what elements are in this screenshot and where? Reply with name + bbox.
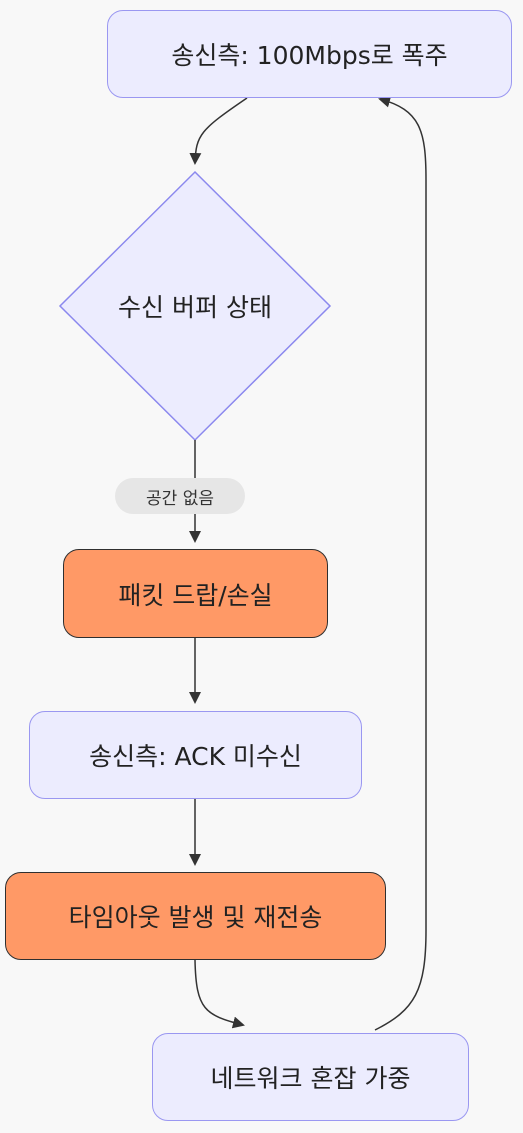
node-network-congestion-label: 네트워크 혼잡 가중 — [210, 1064, 411, 1093]
node-ack-missing-label: 송신측: ACK 미수신 — [89, 742, 302, 771]
edge-label-no-space: 공간 없음 — [115, 478, 245, 514]
node-sender-burst: 송신측: 100Mbps로 폭주 — [107, 10, 512, 98]
node-timeout-retransmit-label: 타임아웃 발생 및 재전송 — [68, 903, 323, 932]
node-packet-drop-label: 패킷 드랍/손실 — [118, 580, 273, 610]
edge-label-no-space-text: 공간 없음 — [146, 488, 214, 509]
node-packet-drop: 패킷 드랍/손실 — [63, 549, 328, 638]
node-sender-burst-label: 송신측: 100Mbps로 폭주 — [171, 41, 448, 70]
node-timeout-retransmit: 타임아웃 발생 및 재전송 — [5, 872, 386, 960]
edge-congestion-to-sender — [374, 95, 427, 1031]
node-network-congestion: 네트워크 혼잡 가중 — [152, 1033, 469, 1121]
node-receiver-buffer-label: 수신 버퍼 상태 — [118, 293, 272, 322]
edge-sender-to-buffer — [189, 97, 248, 165]
edge-timeout-to-congestion — [194, 959, 245, 1029]
node-ack-missing: 송신측: ACK 미수신 — [29, 711, 362, 799]
node-receiver-buffer: 수신 버퍼 상태 — [60, 270, 330, 342]
